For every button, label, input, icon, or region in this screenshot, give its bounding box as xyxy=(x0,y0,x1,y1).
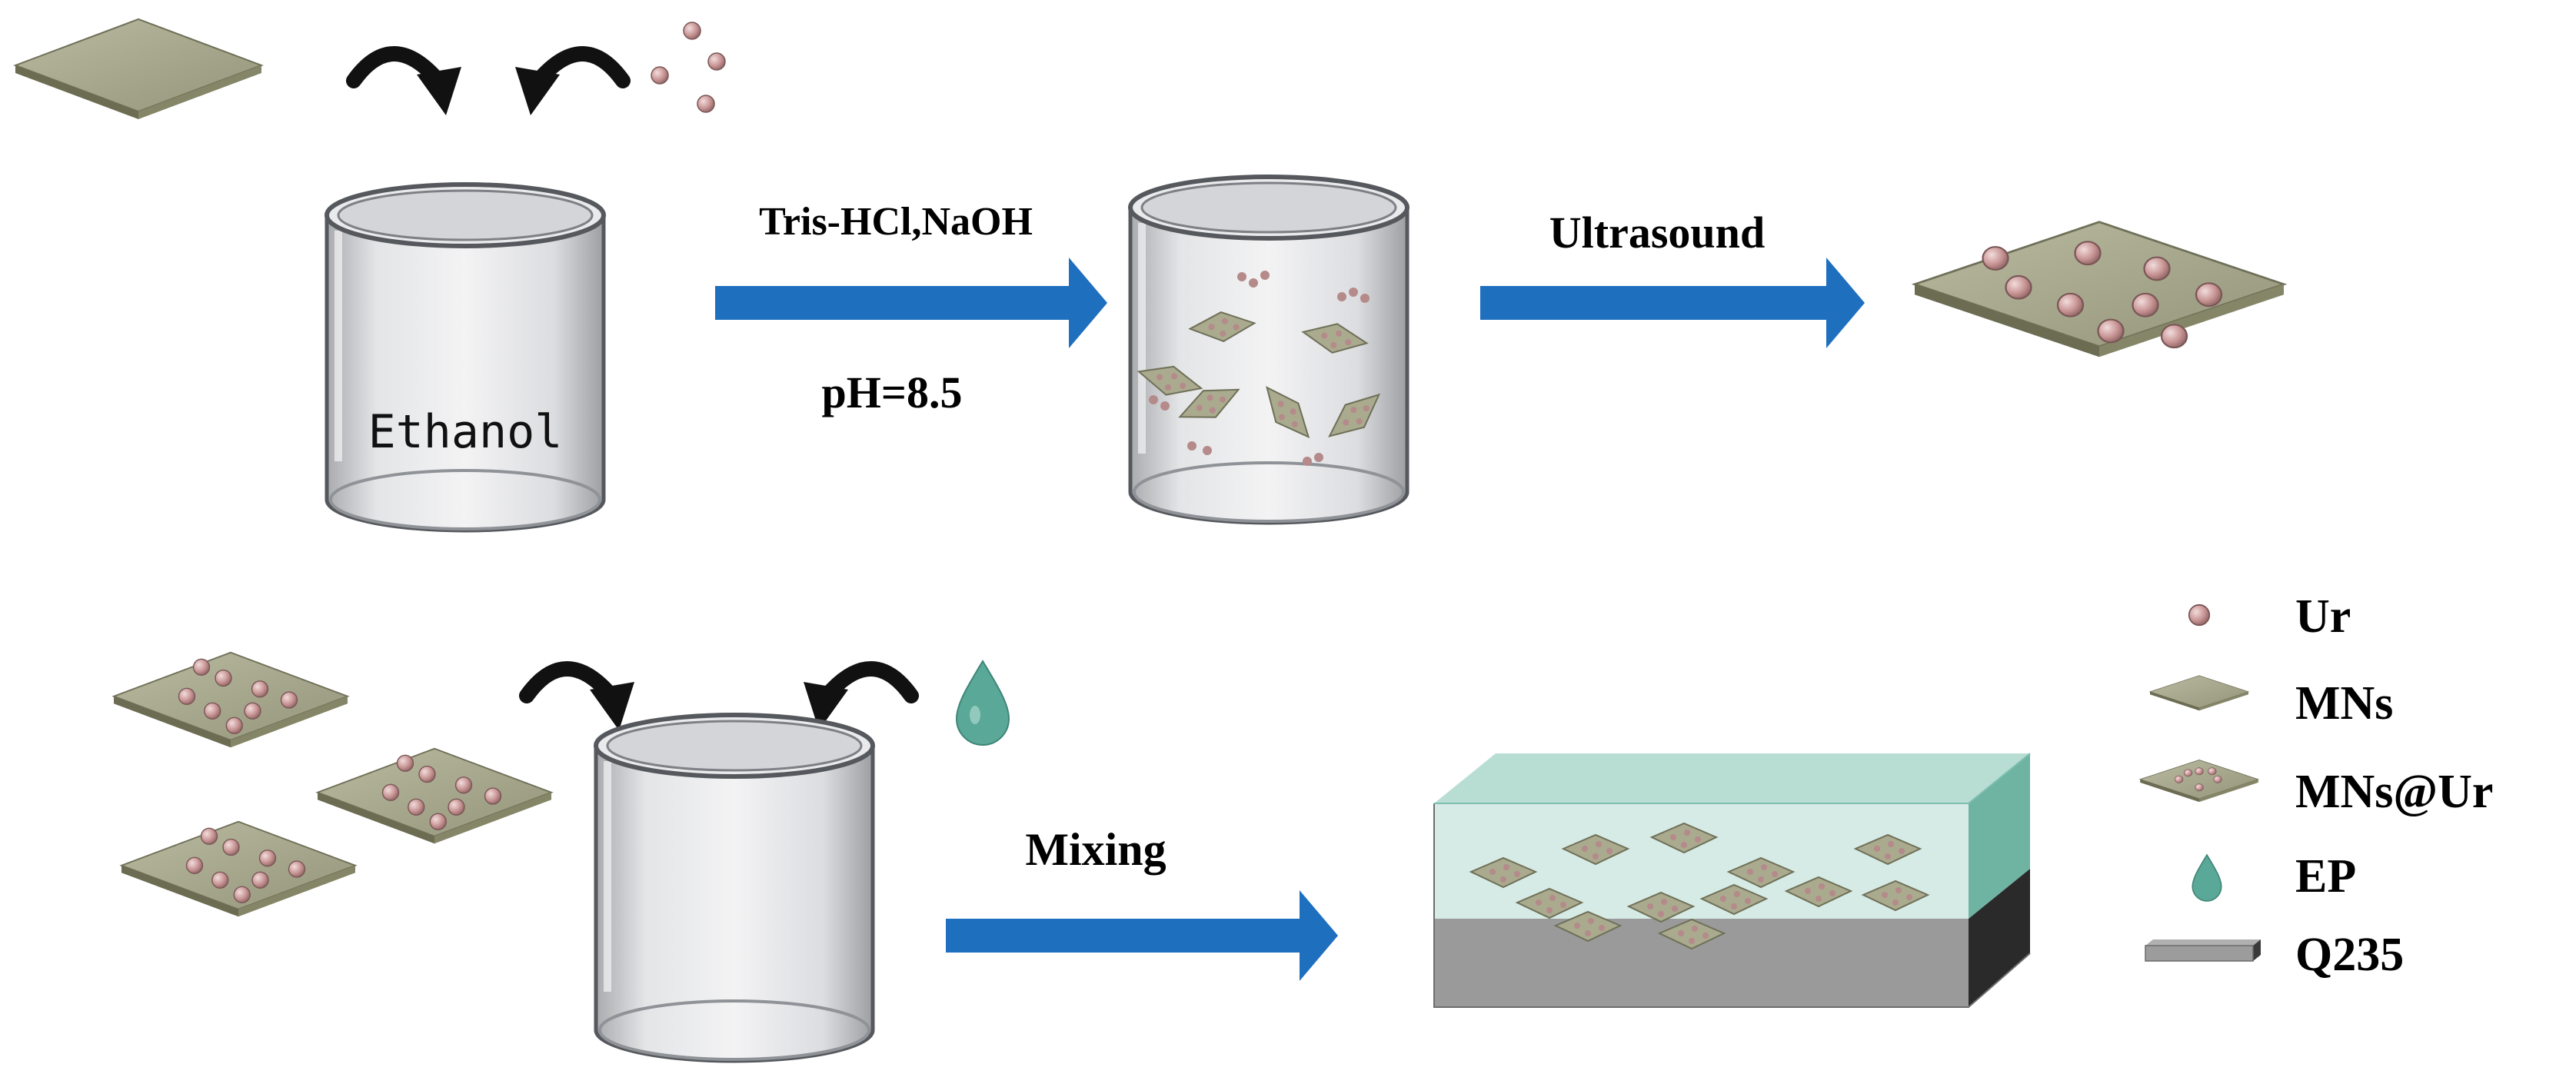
beaker-reaction xyxy=(1130,177,1407,523)
legend-label-ep: EP xyxy=(2295,850,2356,903)
mns-ur-product xyxy=(1913,221,2285,358)
mixing-label: Mixing xyxy=(1025,824,1166,875)
legend-item-mns: MNs xyxy=(2149,675,2393,730)
beaker-ethanol xyxy=(327,185,604,530)
process-arrow-3 xyxy=(946,890,1338,981)
ph-label: pH=8.5 xyxy=(822,367,963,417)
legend-label-ur: Ur xyxy=(2295,590,2351,643)
curved-arrow-icon xyxy=(354,54,461,115)
mns-ur-sheet xyxy=(317,747,552,845)
coated-steel-block xyxy=(1433,753,2031,1008)
legend-item-mns-ur: MNs@Ur xyxy=(2139,760,2493,818)
mns-ur-sheet xyxy=(113,651,348,749)
legend-label-mns: MNs xyxy=(2295,677,2393,730)
solvent-label: Ethanol xyxy=(368,405,563,459)
reagent-label: Tris-HCl,NaOH xyxy=(759,200,1033,244)
legend-item-ur: Ur xyxy=(2188,590,2351,643)
mns-sheet-input xyxy=(15,18,262,120)
ep-drop-icon xyxy=(955,660,1010,746)
legend-item-ep: EP xyxy=(2192,850,2356,903)
ur-particles-input xyxy=(651,22,726,113)
legend-label-q235: Q235 xyxy=(2295,929,2404,981)
curved-arrow-icon xyxy=(527,669,634,730)
legend-item-q235: Q235 xyxy=(2145,929,2404,981)
process-arrow-1 xyxy=(715,258,1107,348)
beaker-mixing xyxy=(596,715,873,1061)
dispersed-sheets xyxy=(1133,271,1390,466)
ultrasound-label: Ultrasound xyxy=(1549,208,1765,258)
process-arrow-2 xyxy=(1480,258,1865,348)
mns-ur-sheet xyxy=(121,820,356,918)
curved-arrow-icon xyxy=(515,54,623,115)
legend: Ur MNs MNs@Ur EP xyxy=(2139,590,2493,981)
legend-label-mns-ur: MNs@Ur xyxy=(2295,766,2493,818)
